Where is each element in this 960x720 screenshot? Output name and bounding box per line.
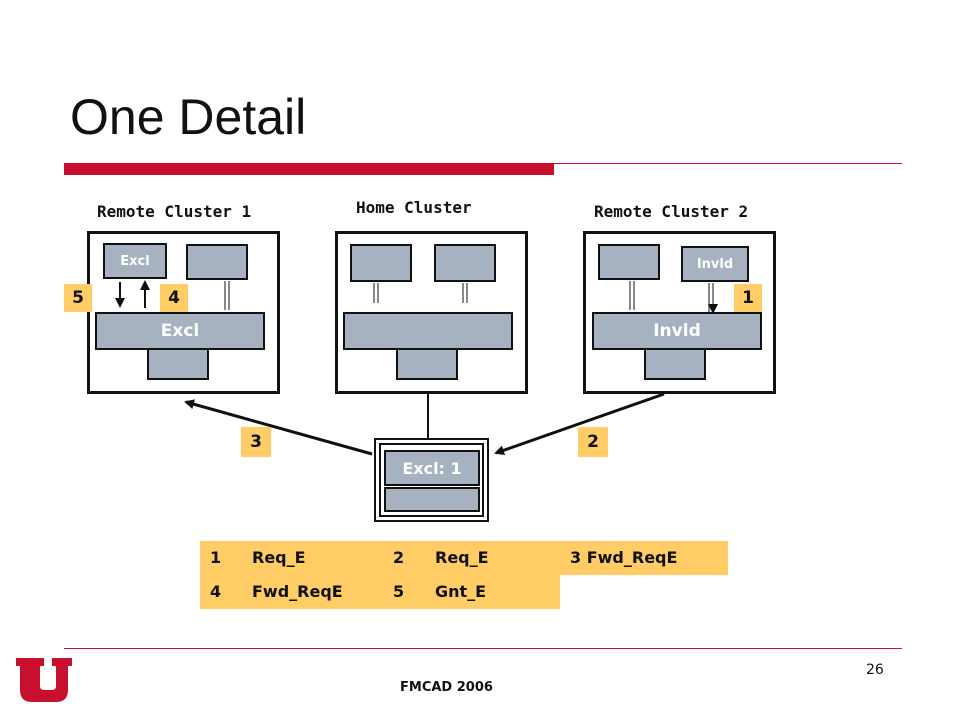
badge-2: 2 [578, 427, 608, 457]
remote-cluster-1-directory: Excl [95, 312, 265, 350]
remote-cluster-1-cache-2 [186, 244, 248, 280]
footer-text: FMCAD 2006 [400, 680, 493, 695]
remote-cluster-2-label: Remote Cluster 2 [594, 202, 749, 221]
legend-row-2: 4 Fwd_ReqE 5 Gnt_E [200, 575, 560, 609]
footer-divider-line [64, 648, 902, 649]
remote-cluster-2-directory: Invld [592, 312, 762, 350]
badge-3: 3 [241, 427, 271, 457]
remote-cluster-2-cache-1 [598, 244, 660, 280]
bus-double-lines [224, 281, 635, 310]
badge-4: 4 [160, 284, 188, 312]
home-cluster-memory [396, 348, 458, 380]
home-cluster-cache-2 [434, 244, 496, 282]
remote-cluster-1-memory [147, 348, 209, 380]
home-cluster-label: Home Cluster [356, 198, 472, 217]
badge-5: 5 [64, 284, 92, 312]
slide-title: One Detail [70, 89, 307, 145]
arrow-3-fwd-reqe [184, 399, 373, 456]
legend-msg: Fwd_ReqE [252, 582, 343, 601]
legend-num: 1 [210, 548, 222, 567]
arrow-2-req-e [494, 392, 665, 456]
legend-row-1: 1 Req_E 2 Req_E 3 Fwd_ReqE [200, 541, 728, 575]
remote-cluster-1-label: Remote Cluster 1 [97, 202, 252, 221]
remote-cluster-1-cache-1: Excl [103, 243, 167, 279]
legend-msg: Req_E [252, 548, 306, 567]
legend-msg: Gnt_E [435, 582, 487, 601]
home-directory-sharers [384, 487, 480, 512]
remote-cluster-2-memory [644, 348, 706, 380]
title-accent-bar [64, 163, 554, 175]
legend-msg: 3 Fwd_ReqE [570, 548, 678, 567]
home-directory-entry: Excl: 1 [384, 450, 480, 486]
legend-num: 2 [393, 548, 405, 567]
badge-1: 1 [734, 284, 762, 312]
remote-cluster-2-cache-2: Invld [681, 246, 749, 282]
legend-num: 5 [393, 582, 405, 601]
home-cluster-cache-1 [350, 244, 412, 282]
page-number: 26 [866, 662, 884, 678]
legend-msg: Req_E [435, 548, 489, 567]
legend-num: 4 [210, 582, 222, 601]
